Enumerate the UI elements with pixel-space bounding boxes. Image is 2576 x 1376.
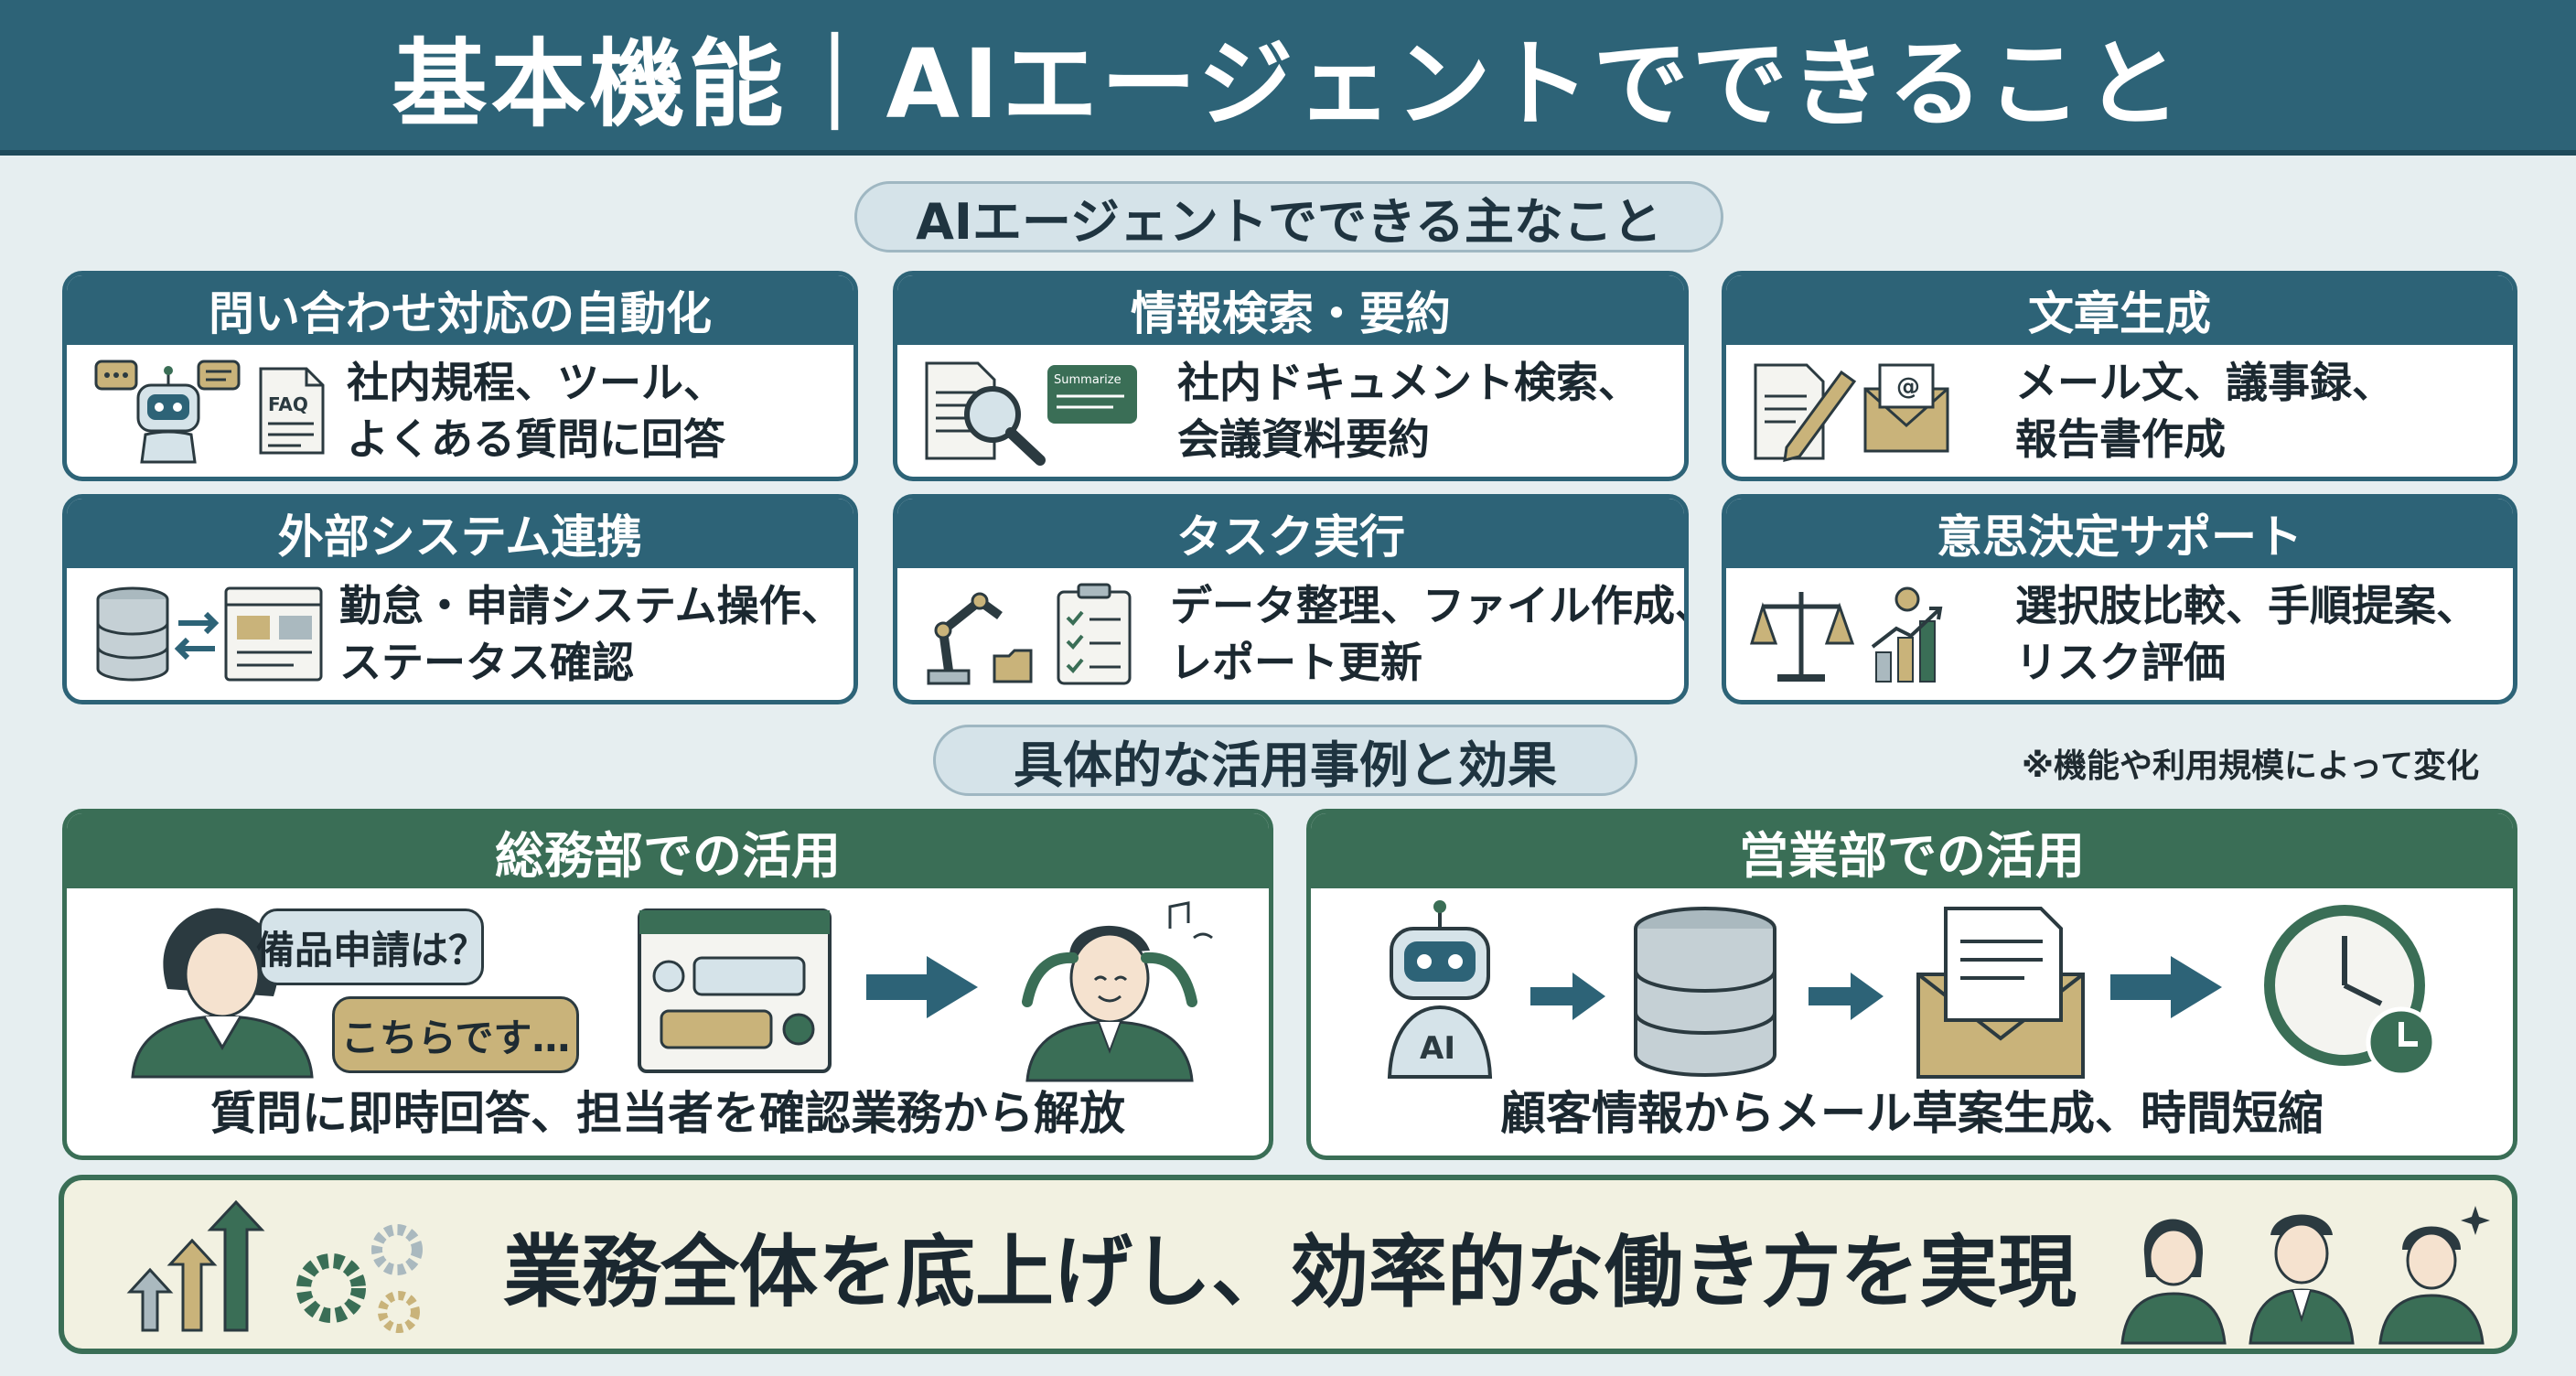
- feature-card-task: タスク実行 データ整理、ファイル作成、 レポート更新: [893, 494, 1689, 704]
- case-title: 総務部での活用: [67, 813, 1269, 888]
- magnifier-summarize-icon: Summarize: [925, 361, 1137, 466]
- team-people-icon: [2120, 1206, 2490, 1345]
- card-title: 意思決定サポート: [1726, 499, 2513, 568]
- card-title: タスク実行: [897, 499, 1684, 568]
- card-text-line: 選択肢比較、手順提案、: [2015, 581, 2478, 630]
- robot-arm-checklist-icon: [927, 583, 1132, 685]
- card-text-line: 報告書作成: [2015, 414, 2226, 464]
- faq-document-icon: FAQ: [259, 367, 325, 455]
- at-label: @: [1896, 373, 1920, 401]
- page-title: 基本機能｜AIエージェントでできること: [392, 27, 2184, 140]
- database-icon: [1634, 907, 1776, 1077]
- card-text-line: よくある質問に回答: [347, 414, 725, 464]
- summarize-label: Summarize: [1054, 373, 1122, 387]
- arrow-right-icon: [2110, 956, 2222, 1018]
- relaxed-man-icon: [1022, 901, 1213, 1082]
- cases-note: ※機能や利用規模によって変化: [2022, 747, 2480, 785]
- chatbot-robot-icon: [94, 360, 241, 464]
- ai-robot-icon: AI: [1387, 900, 1493, 1079]
- case-title: 営業部での活用: [1311, 813, 2513, 888]
- clock-icon: [2264, 905, 2437, 1078]
- card-text-line: データ整理、ファイル作成、: [1170, 581, 1689, 630]
- woman-employee-icon: [131, 908, 314, 1079]
- feature-card-integration: 外部システム連携 勤怠・申請システム操作、 ステータス確認: [62, 494, 858, 704]
- card-text-line: 会議資料要約: [1177, 414, 1430, 464]
- card-title: 情報検索・要約: [897, 275, 1684, 345]
- case-caption: 顧客情報からメール草案生成、時間短縮: [1500, 1087, 2324, 1140]
- pen-mail-icon: @: [1754, 363, 1949, 462]
- card-text-line: 社内規程、ツール、: [347, 358, 725, 407]
- card-text-line: レポート更新: [1170, 638, 1422, 687]
- summary-banner: 業務全体を底上げし、効率的な働き方を実現: [59, 1175, 2517, 1354]
- mail-draft-icon: [1916, 907, 2085, 1079]
- main-section-heading: AIエージェントでできる主なこと: [854, 181, 1723, 253]
- robot-ai-label: AI: [1420, 1030, 1455, 1067]
- database-sync-icon: [96, 586, 323, 682]
- feature-card-decision: 意思決定サポート 選択肢比較、手順提案、 リスク評価: [1722, 494, 2517, 704]
- arrow-right-icon: [1530, 973, 1605, 1020]
- growth-gears-icon: [126, 1199, 423, 1333]
- feature-card-writing: 文章生成 @ メール文、議事録、 報告書作成: [1722, 271, 2517, 481]
- card-text-line: ステータス確認: [339, 638, 634, 687]
- card-text-line: 社内ドキュメント検索、: [1177, 358, 1640, 407]
- answer-bubble: こちらです…: [332, 996, 579, 1073]
- card-title: 外部システム連携: [67, 499, 853, 568]
- faq-label: FAQ: [268, 393, 308, 415]
- banner-message: 業務全体を底上げし、効率的な働き方を実現: [503, 1226, 2077, 1318]
- case-sales: 営業部での活用 AI 顧客情報からメール草案生成、時間短縮: [1306, 809, 2517, 1160]
- card-text-line: リスク評価: [2015, 638, 2226, 687]
- feature-card-search: 情報検索・要約 Summarize 社内ドキュメント検索、 会議資料要約: [893, 271, 1689, 481]
- card-text-line: 勤怠・申請システム操作、: [339, 581, 843, 630]
- case-general-affairs: 総務部での活用 備品申請は？ こちらです… 質問に即時回答、担当者を確認業務から…: [62, 809, 1273, 1160]
- cases-section-heading: 具体的な活用事例と効果: [933, 725, 1637, 796]
- chat-window-icon: [638, 908, 832, 1073]
- feature-card-inquiry: 問い合わせ対応の自動化 FAQ 社内規程、ツール、: [62, 271, 858, 481]
- card-title: 文章生成: [1726, 275, 2513, 345]
- scale-chart-icon: [1750, 586, 1943, 683]
- question-bubble: 備品申請は？: [256, 908, 487, 985]
- card-title: 問い合わせ対応の自動化: [67, 275, 853, 345]
- card-text-line: メール文、議事録、: [2015, 358, 2394, 407]
- case-caption: 質問に即時回答、担当者を確認業務から解放: [210, 1087, 1125, 1140]
- arrow-right-icon: [866, 956, 978, 1018]
- page-header: 基本機能｜AIエージェントでできること: [0, 0, 2576, 156]
- arrow-right-icon: [1809, 973, 1884, 1020]
